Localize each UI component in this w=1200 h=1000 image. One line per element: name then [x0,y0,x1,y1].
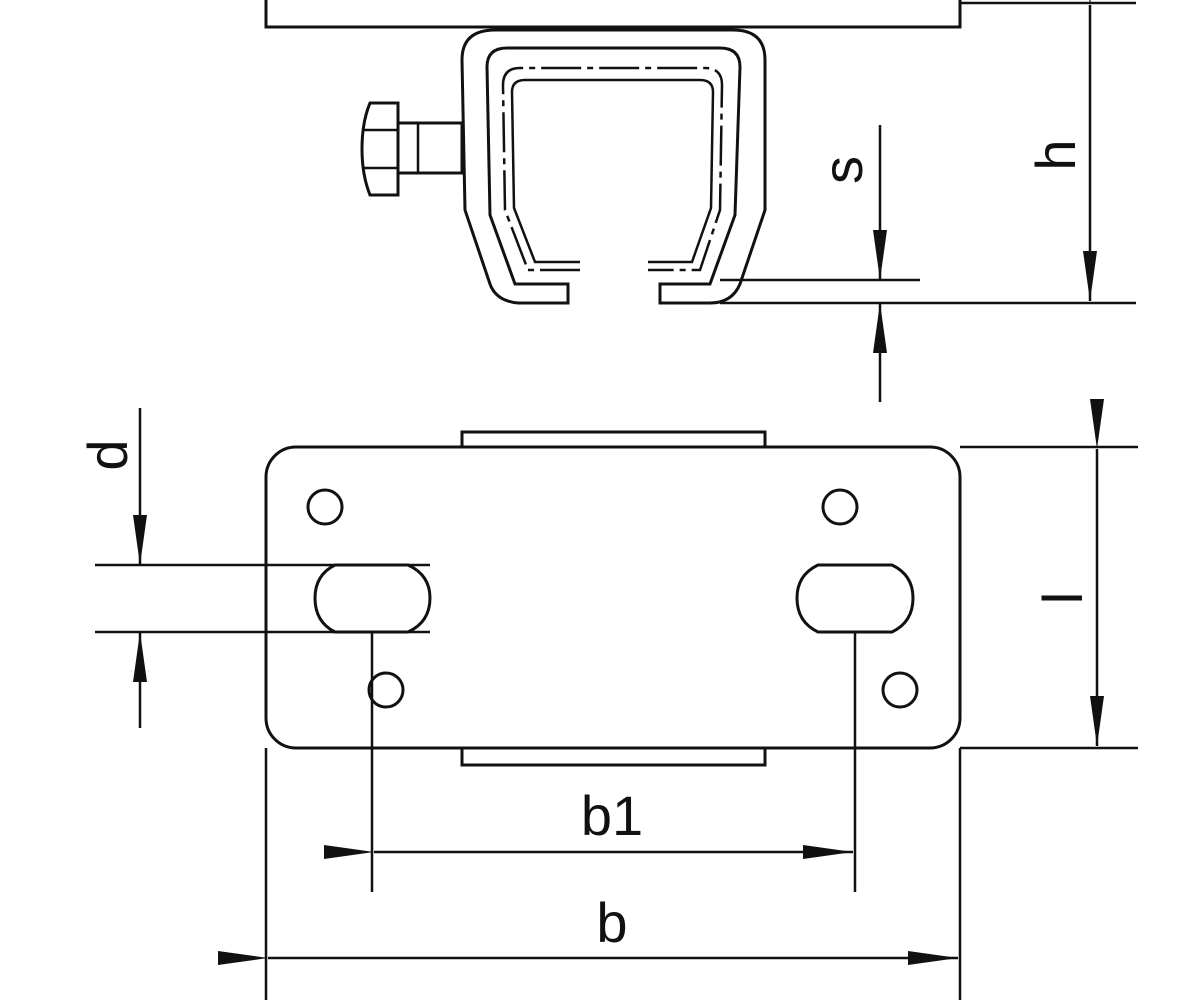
slot-right [795,563,915,634]
label-s: s [811,156,874,184]
bolt-shank [396,121,464,175]
hole-icon [306,488,344,526]
hole-icon [821,488,859,526]
tab-top [460,430,767,449]
channel-profile [460,28,767,305]
label-d: d [76,439,139,470]
base-plate [264,445,962,750]
channel-inner-line [510,78,715,264]
hole-icon [367,671,405,709]
plan-view: d l b1 b [76,399,1138,1000]
bolt-head-icon [360,101,400,197]
hole-icon [881,671,919,709]
label-h: h [1024,139,1087,170]
side-view: h s [264,0,1136,402]
tab-bottom [460,746,767,767]
slot-left [313,563,432,634]
label-b: b [596,891,627,954]
mounting-plate-edge [264,0,962,29]
label-l: l [1031,592,1094,604]
clamp-bolt [360,101,464,197]
label-b1: b1 [581,784,643,847]
channel-inner-dashed [501,66,724,272]
